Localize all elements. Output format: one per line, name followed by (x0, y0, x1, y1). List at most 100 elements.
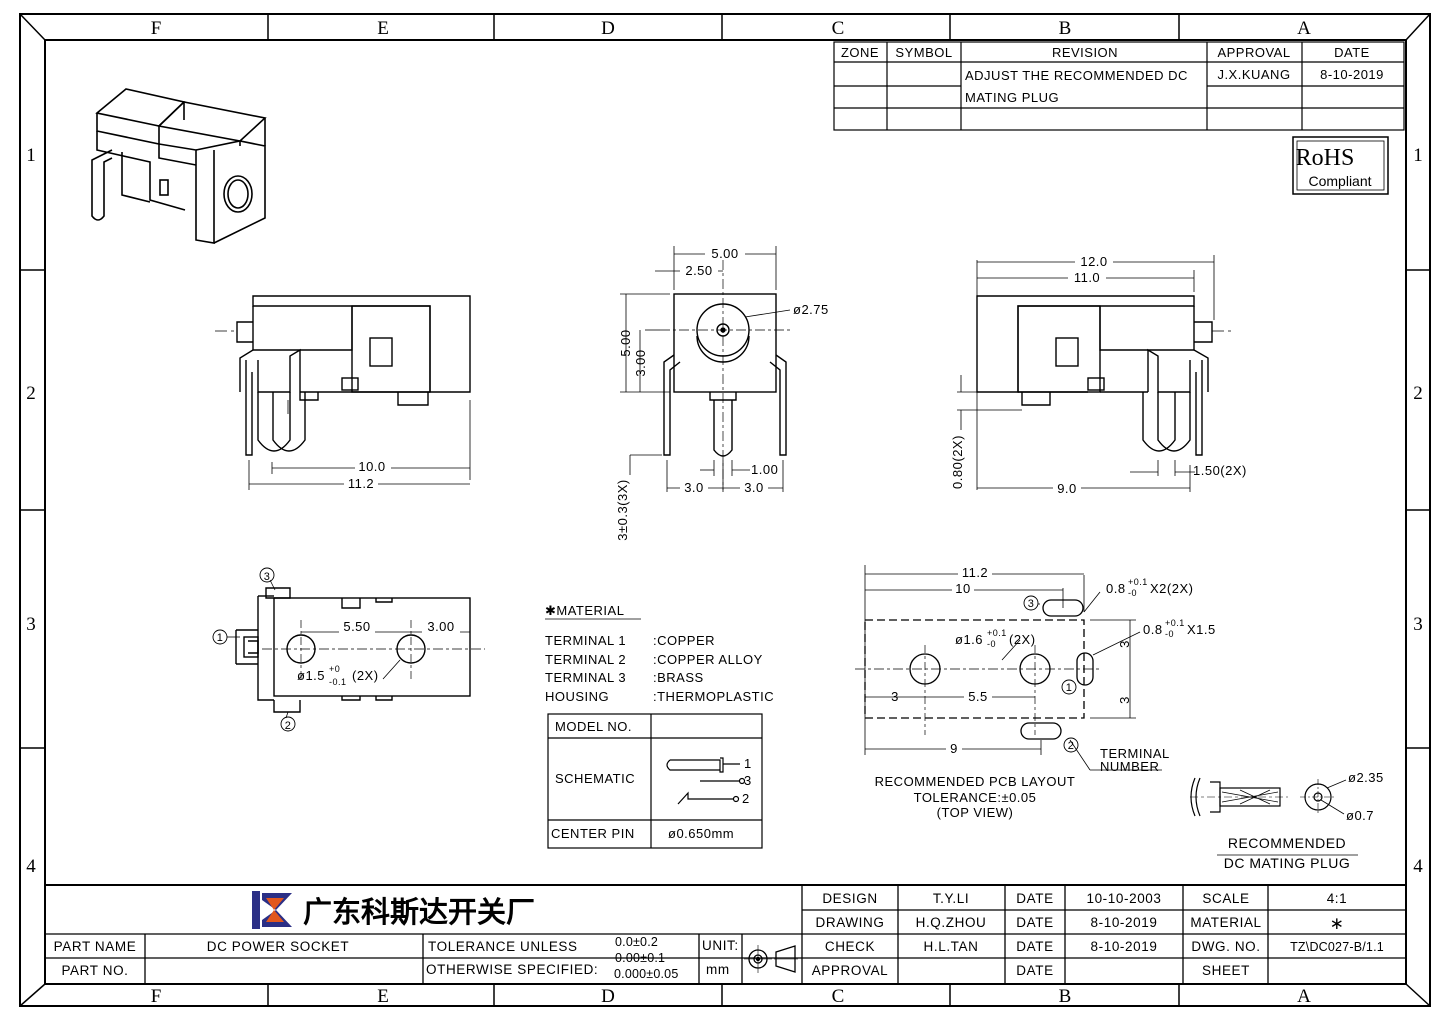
balloon-3: 3 (264, 571, 271, 583)
rev-date: 8-10-2019 (1320, 67, 1384, 82)
model-no-label: MODEL NO. (555, 719, 632, 734)
rev-header-zone: ZONE (841, 45, 879, 60)
plug-title-2: DC MATING PLUG (1224, 855, 1351, 871)
zone-col-bottom: B (1059, 986, 1072, 1007)
side-view-left (215, 295, 471, 490)
center-pin-value: ø0.650mm (668, 826, 734, 841)
balloon-2: 2 (285, 720, 292, 732)
balloon-1: 1 (1066, 682, 1073, 694)
dim-bottom-hole-tol-hi: +0 (329, 664, 340, 674)
side-view-left-dims: 10.0 11.2 (344, 459, 391, 491)
front-view-dims: 5.00 2.50 ø2.75 5.00 3.00 3±0.3(3X) 1.00… (615, 246, 828, 541)
zone-col-top: F (151, 18, 162, 39)
rohs-badge: RoHS Compliant (1292, 136, 1389, 195)
material-value: :COPPER (653, 633, 715, 648)
zone-row-right: 2 (1413, 383, 1423, 404)
pcb-title: RECOMMENDED PCB LAYOUT (875, 774, 1076, 789)
dim-0-80: 0.80(2X) (950, 435, 965, 489)
pcb-top-view: (TOP VIEW) (937, 805, 1014, 820)
rev-approval: J.X.KUANG (1217, 67, 1290, 82)
company-name: 广东科斯达开关厂 (303, 895, 535, 929)
dim-pcb-3-upper: 3 (1117, 640, 1132, 648)
material-value: :THERMOPLASTIC (653, 689, 774, 704)
dim-pcb-5-5: 5.5 (968, 689, 988, 704)
front-view (620, 246, 791, 492)
model-table: MODEL NO. SCHEMATIC CENTER PIN ø0.650mm … (547, 713, 763, 849)
sheet-label: SHEET (1202, 963, 1250, 978)
dim-bottom-hole: ø1.5 (297, 668, 325, 683)
zone-row-right: 1 (1413, 145, 1423, 166)
terminal-number-line2: NUMBER (1100, 759, 1159, 774)
plug-inner-dia: ø0.7 (1346, 808, 1374, 823)
dim-pcb-hole: ø1.6 (955, 632, 983, 647)
material-value: ∗ (1330, 914, 1345, 933)
material-list: ✱MATERIAL TERMINAL 1 :COPPER TERMINAL 2 … (545, 603, 774, 704)
check-date: 8-10-2019 (1091, 939, 1158, 954)
dim-slot1-qty: X2(2X) (1150, 581, 1193, 596)
tolerance-value-1: 0.0±0.2 (615, 935, 658, 949)
rev-header-approval: APPROVAL (1217, 45, 1290, 60)
dim-pcb-3: 3 (891, 689, 899, 704)
zone-row-left: 4 (26, 856, 36, 877)
zone-col-top: D (601, 18, 615, 39)
schematic-pin: 1 (744, 756, 752, 771)
bottom-view (212, 567, 485, 732)
material-value: :COPPER ALLOY (653, 652, 763, 667)
schematic-pin: 2 (742, 791, 750, 806)
dim-pcb-3-lower: 3 (1117, 696, 1132, 704)
material-key: TERMINAL 3 (545, 670, 626, 685)
dim-slot1-tol-hi: +0.1 (1128, 577, 1148, 587)
dim-11: 11.0 (1074, 270, 1100, 285)
dim-slot2-qty: X1.5 (1187, 622, 1216, 637)
side-view-right (957, 255, 1232, 492)
balloon-1: 1 (217, 632, 224, 644)
zone-col-bottom: F (151, 986, 162, 1007)
unit-label: UNIT: (702, 938, 739, 953)
dim-5-50: 5.50 (343, 619, 370, 634)
drawing-name: H.Q.ZHOU (916, 915, 987, 930)
zone-col-top: E (377, 18, 389, 39)
dim-1-50: 1.50(2X) (1193, 463, 1247, 478)
zone-row-right: 4 (1413, 856, 1423, 877)
title-block (45, 884, 1406, 984)
isometric-view (91, 88, 267, 244)
mating-plug (1190, 777, 1358, 856)
sheet-frame (19, 13, 1431, 1007)
rev-header-symbol: SYMBOL (895, 45, 952, 60)
zone-col-top: A (1297, 18, 1311, 39)
schematic-label: SCHEMATIC (555, 771, 635, 786)
material-label: MATERIAL (1190, 915, 1261, 930)
rohs-title: RoHS (1296, 145, 1355, 171)
dim-slot2-tol-hi: +0.1 (1165, 618, 1185, 628)
dim-12: 12.0 (1080, 254, 1107, 269)
dim-pcb-hole-tol-lo: -0 (987, 639, 996, 649)
tolerance-line1: TOLERANCE UNLESS (428, 939, 578, 954)
material-heading: ✱MATERIAL (545, 603, 624, 618)
dim-bottom-hole-tol-lo: -0.1 (329, 677, 347, 687)
plug-title-1: RECOMMENDED (1228, 835, 1346, 851)
schematic-pin: 3 (744, 773, 752, 788)
bottom-view-dims: 3 1 2 5.50 3.00 ø1.5 +0 -0.1 (2X) (217, 571, 460, 732)
terminal-number-line1: TERMINAL (1100, 746, 1170, 761)
part-name-value: DC POWER SOCKET (207, 939, 350, 954)
zone-row-left: 2 (26, 383, 36, 404)
dim-pcb-9: 9 (950, 741, 958, 756)
tolerance-value-2: 0.00±0.1 (615, 951, 665, 965)
dim-pcb-hole-qty: (2X) (1009, 632, 1036, 647)
zone-row-right: 3 (1413, 614, 1423, 635)
dwg-no-label: DWG. NO. (1191, 939, 1260, 954)
dim-11-2: 11.2 (348, 476, 374, 491)
date-label: DATE (1016, 915, 1053, 930)
rev-text-line1: ADJUST THE RECOMMENDED DC (965, 68, 1188, 83)
material-key: HOUSING (545, 689, 609, 704)
dim-pitch-left: 3.0 (684, 480, 704, 495)
pcb-layout-dims: 11.2 10 0.8 +0.1 -0 X2(2X) 0.8 +0.1 -0 X… (875, 565, 1216, 820)
company-logo (252, 891, 292, 929)
material-key: TERMINAL 2 (545, 652, 626, 667)
rohs-sub: Compliant (1308, 173, 1371, 189)
dim-9: 9.0 (1057, 481, 1077, 496)
zone-col-bottom: C (832, 986, 845, 1007)
scale-value: 4:1 (1327, 891, 1348, 906)
rev-header-revision: REVISION (1052, 45, 1118, 60)
